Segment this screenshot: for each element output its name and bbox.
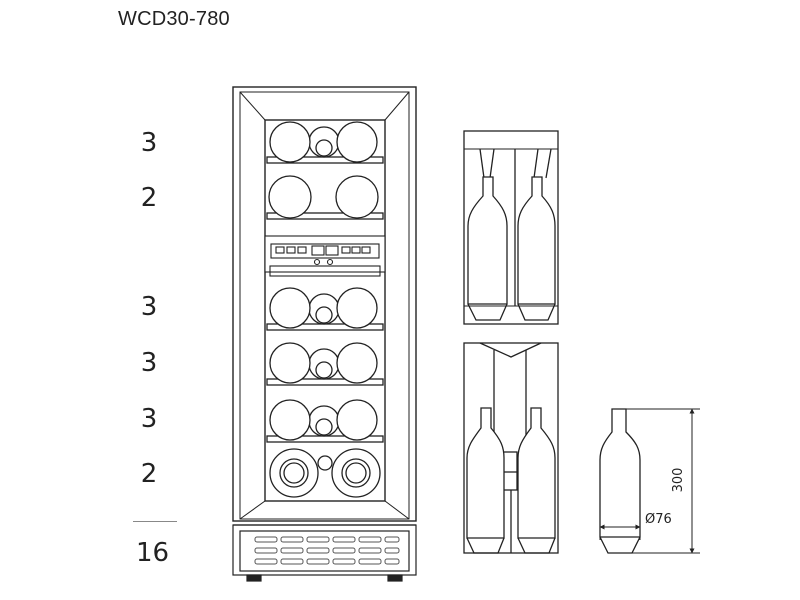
cabinet-outer-frame	[232, 86, 417, 522]
model-title: WCD30-780	[118, 8, 230, 30]
shelf-count-1: 3	[140, 128, 158, 158]
display-right	[325, 245, 339, 256]
side-view-three-bottles	[463, 342, 559, 554]
vent-slots	[254, 536, 400, 565]
glass-window	[264, 119, 386, 502]
bottom-row-bottles	[269, 448, 381, 498]
base-grille	[232, 524, 417, 582]
bottle-rows	[268, 121, 379, 441]
shelves	[266, 156, 384, 443]
shelf-count-5: 3	[140, 404, 158, 434]
total-divider	[133, 521, 177, 522]
shelf-count-3: 3	[140, 292, 158, 322]
display-left	[311, 245, 325, 256]
bottle-diameter-label: Ø76	[645, 512, 672, 527]
control-panel	[264, 235, 386, 277]
shelf	[266, 212, 384, 220]
dimension-bottle	[599, 408, 641, 554]
dimension-lines	[599, 408, 700, 554]
shelf-count-6: 2	[140, 459, 158, 489]
cabinet-front	[232, 86, 417, 522]
shelf-count-4: 3	[140, 348, 158, 378]
bottle-height-label: 300	[671, 468, 686, 493]
side-view-two-bottles	[463, 130, 559, 325]
shelf-count-2: 2	[140, 183, 158, 213]
